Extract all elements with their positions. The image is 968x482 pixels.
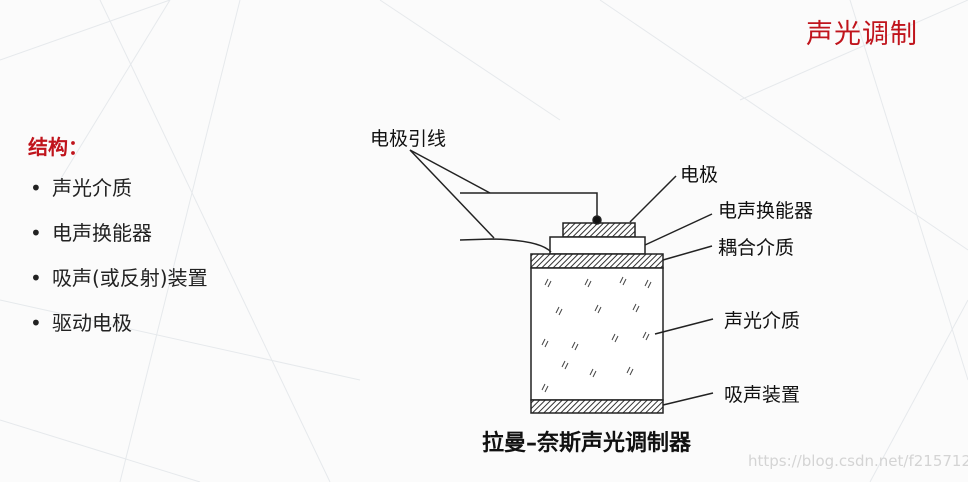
list-item: •驱动电极 <box>30 305 208 350</box>
label-lead-wires: 电极引线 <box>370 128 447 150</box>
label-medium: 声光介质 <box>724 310 801 332</box>
structure-list: •声光介质 •电声换能器 •吸声(或反射)装置 •驱动电极 <box>30 170 208 350</box>
label-transducer: 电声换能器 <box>718 200 814 222</box>
diagram-caption: 拉曼–奈斯声光调制器 <box>482 431 692 456</box>
bullet-icon: • <box>30 221 42 245</box>
electrode-contact <box>592 215 602 225</box>
label-coupling: 耦合介质 <box>718 237 795 259</box>
medium-block <box>530 267 664 401</box>
list-item: •吸声(或反射)装置 <box>30 260 208 305</box>
bullet-icon: • <box>30 311 42 335</box>
electrode-layer <box>562 222 636 238</box>
structure-heading: 结构： <box>28 135 88 159</box>
transducer-layer <box>549 236 646 255</box>
lead-wire-bottom <box>459 238 552 253</box>
slide-title: 声光调制 <box>806 19 918 50</box>
bullet-icon: • <box>30 176 42 200</box>
lead-wire-top <box>460 192 598 217</box>
absorber-layer <box>530 399 664 414</box>
list-item: •声光介质 <box>30 170 208 215</box>
list-item: •电声换能器 <box>30 215 208 260</box>
watermark: https://blog.csdn.net/f2157120 <box>748 452 968 470</box>
label-electrode: 电极 <box>680 164 719 186</box>
bullet-icon: • <box>30 266 42 290</box>
label-absorber: 吸声装置 <box>724 384 801 406</box>
coupling-layer <box>530 253 664 269</box>
medium-texture <box>541 276 652 393</box>
